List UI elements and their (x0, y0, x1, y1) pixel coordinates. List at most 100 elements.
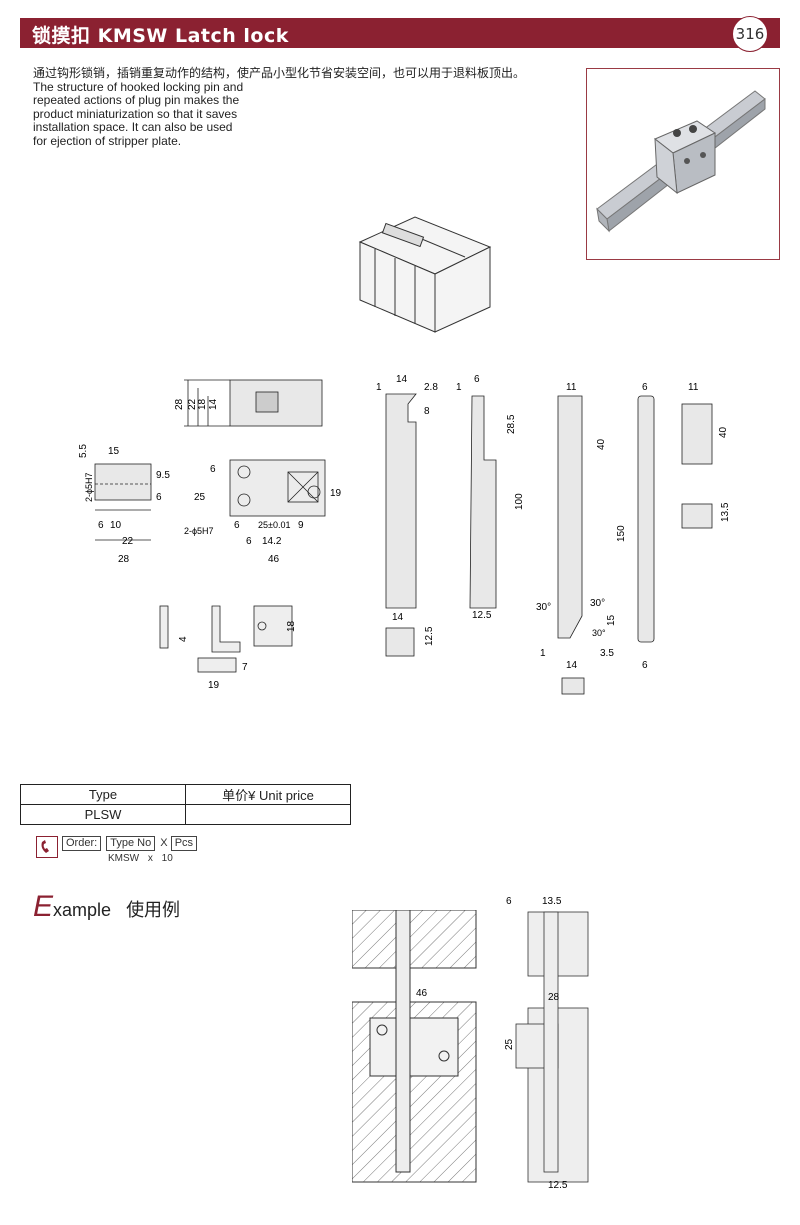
dim-label: 1 (456, 382, 462, 393)
dim-label: 150 (616, 525, 627, 542)
block-top-view: 28 22 18 14 (174, 379, 323, 427)
order-label: Order: (62, 836, 102, 851)
order-example: KMSW x 10 (108, 853, 173, 864)
description-zh: 通过钩形锁销，插销重复动作的结构，使产品小型化节省安装空间，也可以用于退料板顶出… (33, 66, 526, 80)
example-section-drawing: 6 13.5 28 25 12.5 (504, 896, 589, 1191)
table-cell (185, 804, 351, 825)
block-front-view: 6 25 19 2-ϕ5H7 6 25±0.01 9 6 14.2 46 (184, 459, 342, 565)
dim-label: 6 (474, 374, 480, 385)
dim-label: 2-ϕ5H7 (84, 472, 94, 502)
example-zh: 使用例 (126, 900, 181, 920)
order-type-no: Type No (106, 836, 156, 851)
example-heading: Example 使用例 (33, 890, 180, 924)
description-en: The structure of hooked locking pin and … (33, 79, 283, 149)
dim-label: 2-ϕ5H7 (184, 526, 214, 536)
order-line: Order: Type No X Pcs (62, 836, 199, 851)
dim-label: 9.5 (156, 470, 170, 481)
header-bar: 锁摸扣 KMSW Latch lock 316 (20, 16, 780, 52)
example-rest: xample (53, 900, 112, 920)
dim-label: 40 (596, 438, 607, 450)
dim-label: 11 (566, 382, 577, 393)
dim-label: 11 (688, 382, 699, 393)
table-header-row: Type 单价¥ Unit price (20, 784, 351, 805)
dim-label: 28 (174, 398, 185, 410)
phone-icon (36, 836, 58, 858)
dim-label: 6 (98, 520, 104, 531)
dim-label: 100 (514, 493, 525, 510)
table-header: 单价¥ Unit price (185, 784, 351, 805)
desc-line: repeated actions of plug pin makes the (33, 93, 240, 107)
order-pcs: Pcs (170, 836, 198, 851)
desc-line: The structure of hooked locking pin and (33, 79, 244, 94)
order-times: X (160, 837, 168, 849)
side-pin-drawing: 6 6 (637, 382, 655, 671)
dim-label: 22 (122, 536, 134, 547)
dim-label: 19 (330, 488, 342, 499)
dim-label: 46 (268, 554, 280, 565)
dim-label: 30° (590, 598, 605, 609)
dim-label: 22 (187, 398, 198, 410)
desc-line: for ejection of stripper plate. (33, 133, 182, 148)
dim-label: 28.5 (506, 414, 517, 434)
dim-label: 12.5 (472, 610, 492, 621)
dim-label: 14 (392, 612, 404, 623)
dim-label: 5.5 (78, 444, 89, 458)
dim-label: 6 (210, 464, 216, 475)
dim-label: 7 (242, 662, 248, 673)
example-initial: E (33, 890, 54, 923)
price-table: Type 单价¥ Unit price PLSW (20, 784, 351, 825)
block-side-view: 15 5.5 2-ϕ5H7 9.5 6 6 10 22 28 (78, 444, 170, 565)
dim-label: 6 (642, 660, 648, 671)
dim-label: 40 (718, 426, 729, 438)
dim-label: 6 (506, 896, 512, 907)
assembly-iso-drawing (358, 216, 492, 333)
table-header: Type (20, 784, 186, 805)
dim-label: 28 (548, 992, 560, 1003)
dim-label: 18 (286, 620, 297, 632)
dim-label: 6 (246, 536, 252, 547)
dim-label: 25±0.01 (258, 520, 290, 530)
dim-label: 46 (416, 988, 428, 999)
locking-pin-drawing: 1 6 28.5 100 12.5 (456, 374, 525, 621)
dim-label: 28 (118, 554, 130, 565)
dim-label: 8 (424, 406, 430, 417)
dim-label: 19 (208, 680, 220, 691)
description: 通过钩形锁销，插销重复动作的结构，使产品小型化节省安装空间，也可以用于退料板顶出… (33, 66, 526, 149)
dim-label: 2.8 (424, 382, 438, 393)
hooked-pin-drawing: 1 14 2.8 8 14 12.5 (376, 374, 438, 657)
dim-label: 12.5 (424, 626, 435, 646)
dim-label: 12.5 (548, 1180, 568, 1191)
table-row: PLSW (20, 804, 351, 825)
desc-line: product miniaturization so that it saves (33, 106, 238, 121)
dim-label: 3.5 (600, 648, 614, 659)
dim-label: 30° (536, 602, 551, 613)
dim-label: 30° (592, 628, 606, 638)
dim-label: 25 (194, 492, 206, 503)
dim-label: 6 (234, 520, 240, 531)
dim-label: 14.2 (262, 536, 282, 547)
example-mold-drawing: 46 (352, 910, 477, 1183)
dim-label: 6 (642, 382, 648, 393)
desc-line: installation space. It can also be used (33, 120, 233, 134)
dim-label: 25 (504, 1038, 515, 1050)
dim-label: 14 (208, 398, 219, 410)
small-parts-drawing: 4 18 7 19 (159, 605, 297, 691)
dim-label: 9 (298, 520, 304, 531)
dim-label: 13.5 (542, 896, 562, 907)
dim-label: 4 (178, 636, 189, 642)
dim-label: 6 (156, 492, 162, 503)
dim-label: 18 (197, 398, 208, 410)
dim-label: 14 (566, 660, 578, 671)
dim-label: 1 (376, 382, 382, 393)
dim-label: 1 (540, 648, 546, 659)
long-pin-drawing: 11 40 150 30° 30° 30° 15 1 14 3.5 (536, 382, 627, 695)
dim-label: 10 (110, 520, 122, 531)
page-title: 锁摸扣 KMSW Latch lock (32, 25, 289, 47)
product-photo (586, 68, 780, 260)
table-cell: PLSW (20, 804, 186, 825)
dim-label: 15 (606, 614, 617, 626)
dim-label: 15 (108, 446, 120, 457)
dim-label: 13.5 (720, 502, 731, 522)
page-number: 316 (732, 16, 768, 52)
small-blocks-drawing: 11 40 13.5 (681, 382, 731, 529)
